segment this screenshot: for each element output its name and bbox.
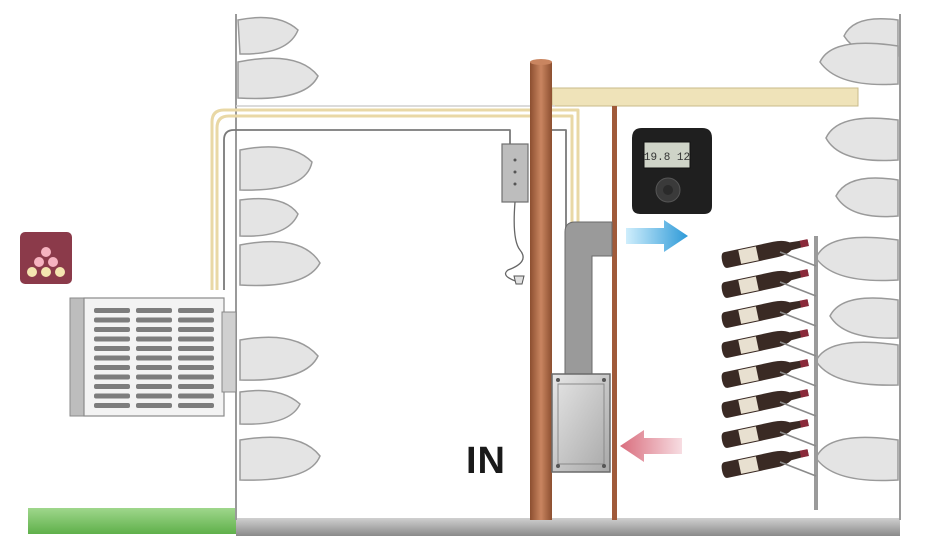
warm-air-arrow xyxy=(620,430,682,462)
air-duct-top xyxy=(551,87,859,107)
rack-arm xyxy=(779,401,817,417)
grille-slot xyxy=(178,384,214,389)
rack-arm xyxy=(779,281,817,297)
grille-slot xyxy=(136,393,172,399)
intake-label: IN xyxy=(466,440,506,482)
grille-slot xyxy=(178,374,214,380)
grille-slot xyxy=(94,403,130,408)
copper-pipe xyxy=(530,62,552,520)
grille-slot xyxy=(178,346,214,351)
thermostat-controller xyxy=(632,128,712,214)
grille-slot xyxy=(178,403,214,408)
grille-slot xyxy=(178,327,214,332)
wine-bottle xyxy=(721,329,809,358)
grille-slot xyxy=(94,317,130,323)
partition-post xyxy=(612,106,617,520)
wine-bottle xyxy=(721,449,809,478)
grille-slot xyxy=(178,355,214,361)
grille-slot xyxy=(178,336,214,342)
grille-slot xyxy=(94,365,130,370)
wine-bottle xyxy=(721,269,809,298)
junction-box xyxy=(501,143,529,285)
grille-slot xyxy=(94,308,130,313)
wine-bottle xyxy=(721,389,809,418)
rack-arm xyxy=(779,251,817,267)
wine-cellar-badge xyxy=(20,232,72,284)
grille-slot xyxy=(136,403,172,408)
grille-slot xyxy=(178,365,214,370)
grille-slot xyxy=(136,336,172,342)
left-stone-wall xyxy=(235,14,321,520)
cellar-floor xyxy=(236,518,900,536)
wine-bottle xyxy=(721,359,809,388)
cold-air-arrow xyxy=(626,220,688,252)
grille-slot xyxy=(136,355,172,361)
grille-slot xyxy=(136,308,172,313)
rack-arm xyxy=(779,461,817,477)
grille-slot xyxy=(94,336,130,342)
grille-slot xyxy=(178,308,214,313)
grille-slot xyxy=(136,365,172,370)
wine-bottles xyxy=(721,239,817,478)
grille-slot xyxy=(94,393,130,399)
condensing-unit xyxy=(69,297,237,417)
rack-arm xyxy=(779,311,817,327)
rack-arm xyxy=(779,431,817,447)
grille-slot xyxy=(136,374,172,380)
grille-slot xyxy=(178,393,214,399)
grille-slot xyxy=(178,317,214,323)
grille-slot xyxy=(94,374,130,380)
rack-arm xyxy=(779,341,817,357)
wine-rack xyxy=(814,236,818,510)
grille-slot xyxy=(94,346,130,351)
grille-slot xyxy=(136,317,172,323)
grille-slot xyxy=(136,327,172,332)
wine-bottle xyxy=(721,239,809,268)
evaporator-unit xyxy=(551,373,611,473)
grille-slot xyxy=(136,346,172,351)
outdoor-ground xyxy=(28,508,236,534)
thermostat-display: 19.8 12 xyxy=(644,152,690,164)
grille-slot xyxy=(136,384,172,389)
wine-bottle xyxy=(721,299,809,328)
grille-slot xyxy=(94,327,130,332)
grille-slot xyxy=(94,384,130,389)
unit-grille xyxy=(94,308,214,408)
air-duct-elbow xyxy=(564,221,613,377)
rack-arm xyxy=(779,371,817,387)
wine-bottle xyxy=(721,419,809,448)
grille-slot xyxy=(94,355,130,361)
